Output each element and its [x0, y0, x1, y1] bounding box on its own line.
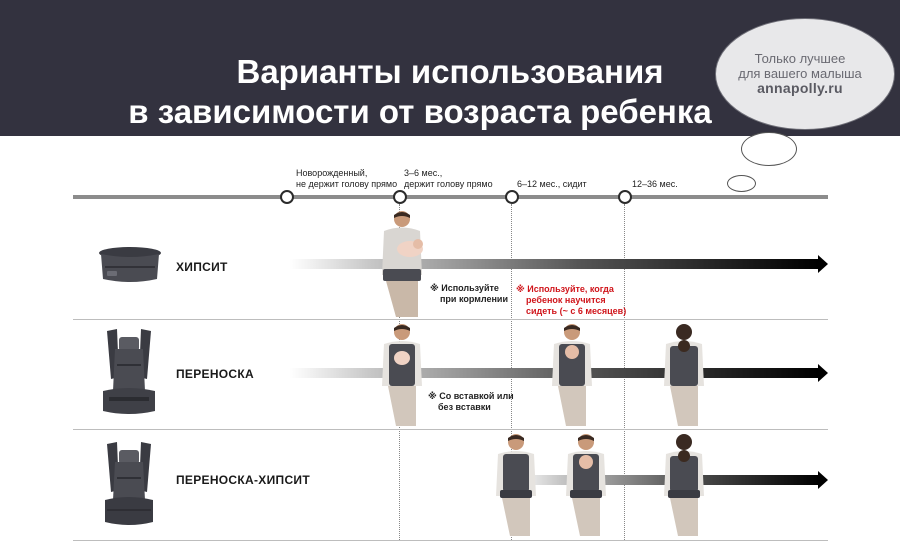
note-feeding-line-1: ※ Используйте	[430, 283, 499, 293]
stage-dot-6-12	[505, 190, 519, 204]
stage-3-line-1: 12–36 мес.	[632, 179, 678, 189]
note-insert-line-1: ※ Со вставкой или	[428, 391, 514, 401]
man-carrier-insert-photo	[382, 324, 422, 426]
row-label-hipseat: ХИПСИТ	[176, 260, 228, 274]
stage-1-line-2: держит голову прямо	[404, 179, 493, 189]
watermark-bubble: Только лучшее для вашего малыша annapoll…	[715, 18, 895, 130]
man-carrier-hipseat-photo-2	[566, 434, 606, 536]
note-sitting-line-2: ребенок научится	[526, 295, 606, 305]
note-sitting-red: ※ Используйте, когда ребенок научится си…	[516, 284, 626, 317]
watermark-line-2: для вашего малыша	[738, 66, 862, 81]
hipseat-usage-bar	[290, 259, 818, 269]
watermark-bubble-tiny	[727, 175, 756, 192]
stage-dot-newborn	[280, 190, 294, 204]
hipseat-arrow-head	[818, 255, 828, 273]
title-line-2: в зависимости от возраста ребенка	[128, 93, 712, 130]
stage-label-3-6: 3–6 мес., держит голову прямо	[404, 168, 493, 190]
man-carrier-back-photo	[664, 324, 704, 426]
stage-dot-12-36	[618, 190, 632, 204]
note-sitting-line-3: сидеть (~ с 6 месяцев)	[526, 306, 627, 316]
note-feeding-line-2: при кормлении	[440, 294, 508, 304]
stage-dot-3-6	[393, 190, 407, 204]
row-separator-1	[73, 319, 828, 320]
carrier-arrow-head	[818, 364, 828, 382]
timeline-axis	[73, 195, 828, 199]
carrier-product-image	[103, 329, 155, 414]
man-carrier-front-photo	[552, 324, 592, 426]
note-insert: ※ Со вставкой или без вставки	[428, 391, 514, 413]
row-label-carrier-hipseat: ПЕРЕНОСКА-ХИПСИТ	[176, 473, 310, 487]
note-insert-line-2: без вставки	[438, 402, 491, 412]
carrier-hipseat-product-image	[105, 442, 153, 525]
row-label-carrier: ПЕРЕНОСКА	[176, 367, 254, 381]
man-carrier-hipseat-photo-1	[496, 434, 536, 536]
watermark-bubble-small	[741, 132, 797, 166]
row-separator-2	[73, 429, 828, 430]
stage-label-newborn: Новорожденный, не держит голову прямо	[296, 168, 397, 190]
man-carrier-hipseat-back-photo	[664, 434, 704, 536]
hipseat-product-image	[99, 247, 161, 282]
note-sitting-line-1: ※ Используйте, когда	[516, 284, 614, 294]
man-hipseat-feeding-photo	[382, 211, 423, 317]
stage-2-line-1: 6–12 мес., сидит	[517, 179, 587, 189]
carrier-hipseat-arrow-head	[818, 471, 828, 489]
stage-1-line-1: 3–6 мес.,	[404, 168, 443, 178]
stage-label-12-36: 12–36 мес.	[632, 179, 678, 190]
row-separator-3	[73, 540, 828, 541]
stage-label-6-12: 6–12 мес., сидит	[517, 179, 587, 190]
page-title: Варианты использования в зависимости от …	[70, 52, 830, 132]
watermark-line-1: Только лучшее	[754, 51, 846, 66]
note-feeding: ※ Используйте при кормлении	[430, 283, 508, 305]
title-line-1: Варианты использования	[236, 53, 664, 90]
stage-0-line-2: не держит голову прямо	[296, 179, 398, 189]
watermark-site: annapolly.ru	[757, 80, 843, 96]
stage-0-line-1: Новорожденный,	[296, 168, 368, 178]
